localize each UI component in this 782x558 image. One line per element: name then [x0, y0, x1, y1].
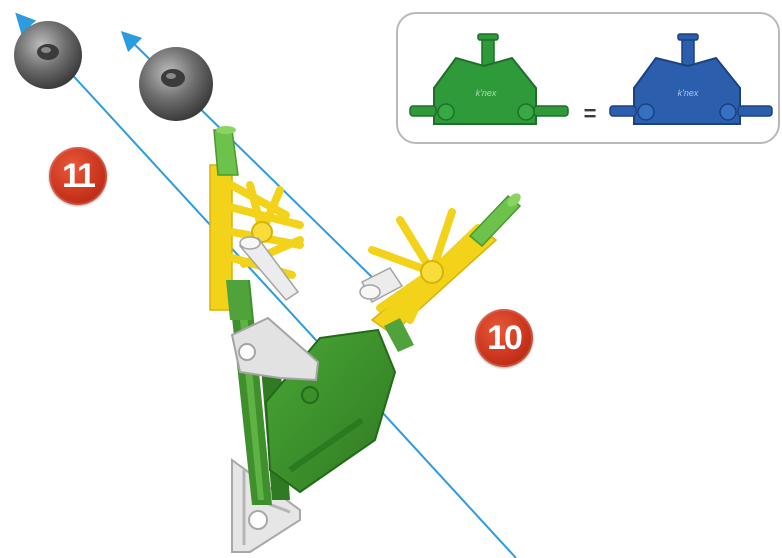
part-marking: k'nex — [678, 88, 699, 98]
step-number: 10 — [487, 319, 521, 358]
step-number-badge: 10 — [475, 309, 533, 367]
blue-part-icon: k'nex — [610, 34, 772, 124]
gray-ball-icon — [139, 47, 213, 121]
part-equivalence-box: k'nex = k'nex — [396, 12, 780, 144]
green-part-icon: k'nex — [410, 34, 568, 124]
step-number-badge: 11 — [49, 147, 107, 205]
gray-ball-icon — [14, 21, 82, 89]
equals-sign: = — [584, 101, 597, 126]
part-equivalence-art: k'nex = k'nex — [398, 14, 778, 142]
part-marking: k'nex — [476, 88, 497, 98]
step-number: 11 — [62, 157, 94, 196]
